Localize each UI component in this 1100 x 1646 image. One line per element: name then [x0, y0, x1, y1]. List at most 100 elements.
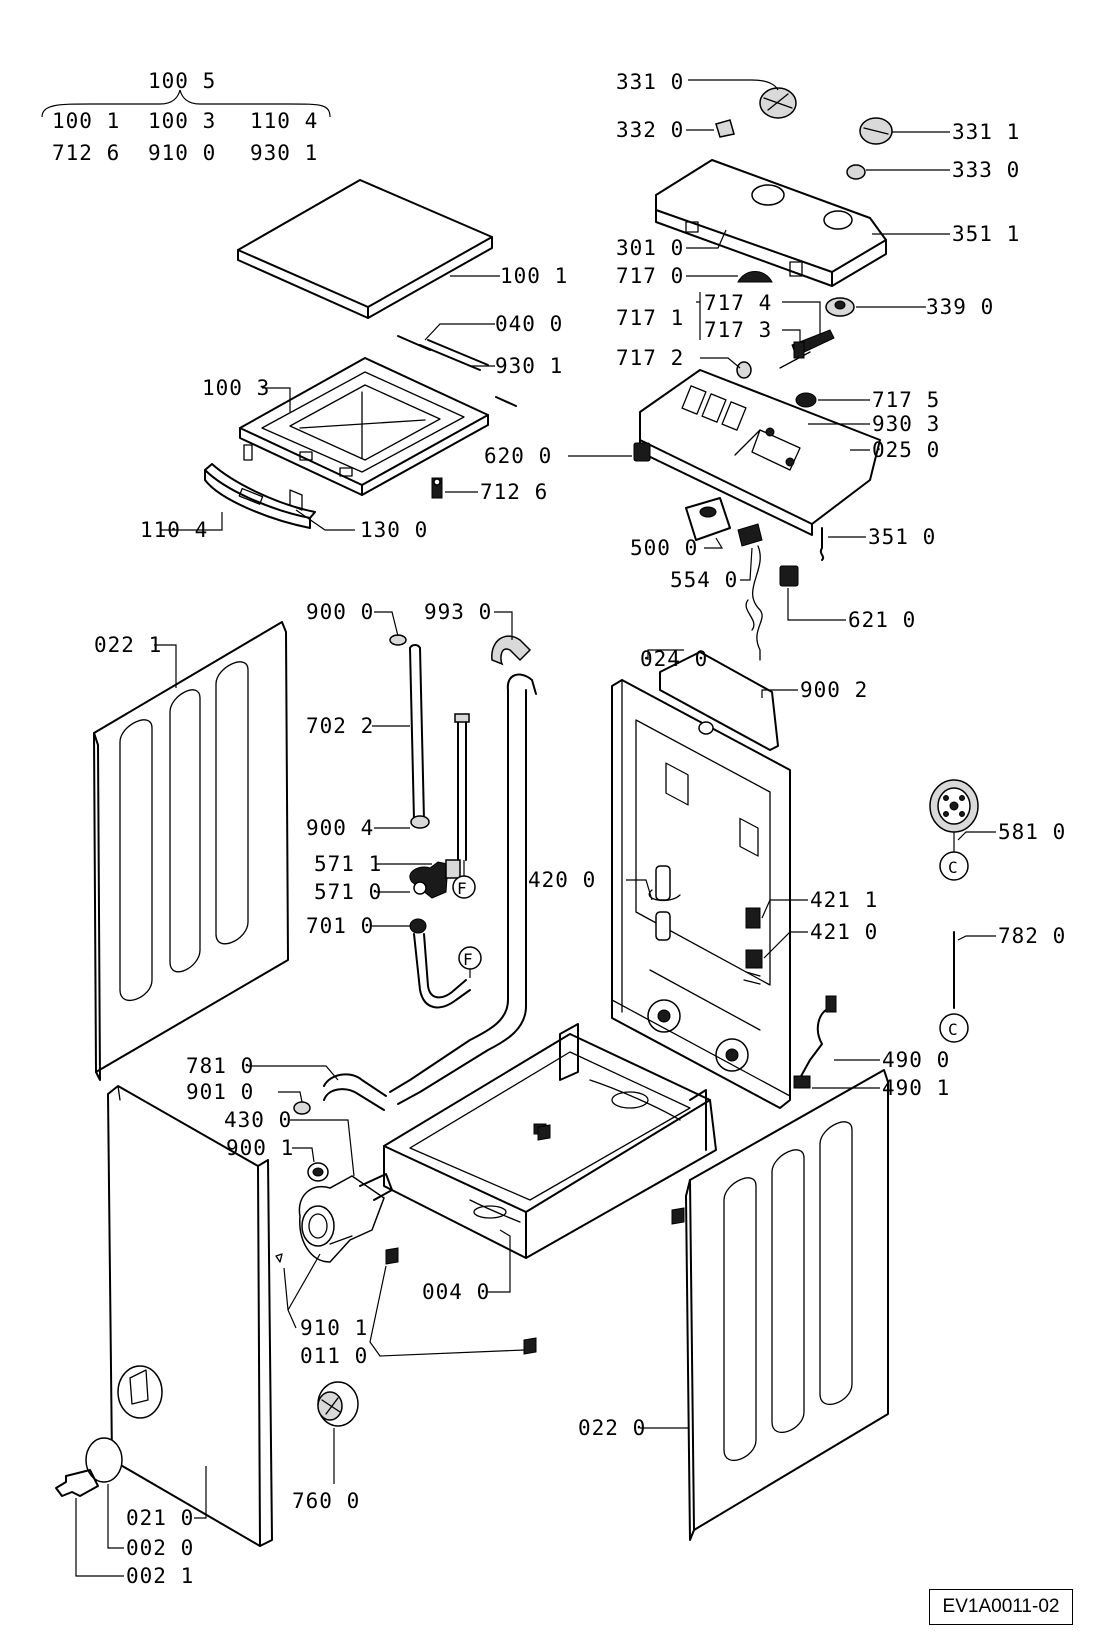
label-930-1-kit: 930 1: [250, 141, 318, 165]
label-717-1: 717 1: [616, 306, 684, 330]
label-910-0: 910 0: [148, 141, 216, 165]
filter-760-0: [317, 1381, 359, 1427]
top-frame-part: [239, 357, 489, 496]
label-712-6: 712 6: [480, 480, 548, 504]
label-712-6-kit: 712 6: [52, 141, 120, 165]
label-717-2: 717 2: [616, 346, 684, 370]
label-930-3: 930 3: [872, 412, 940, 436]
label-100-1-kit: 100 1: [52, 109, 120, 133]
top-lid-part: [237, 179, 493, 319]
button-332-0: [715, 119, 735, 138]
hose-993-0: [389, 635, 537, 1105]
label-900-0: 900 0: [306, 600, 374, 624]
label-331-0: 331 0: [616, 70, 684, 94]
knob-331-1: [859, 117, 893, 145]
label-421-0: 421 0: [810, 920, 878, 944]
label-717-0: 717 0: [616, 264, 684, 288]
label-002-1: 002 1: [126, 1564, 194, 1588]
label-332-0: 332 0: [616, 118, 684, 142]
label-301-0: 301 0: [616, 236, 684, 260]
label-781-0: 781 0: [186, 1054, 254, 1078]
side-panel-left-rear: [93, 621, 289, 1081]
label-571-1: 571 1: [314, 852, 382, 876]
switch-421: [743, 907, 763, 985]
label-421-1: 421 1: [810, 888, 878, 912]
label-002-0: 002 0: [126, 1536, 194, 1560]
control-panel-part: [655, 159, 887, 287]
knob-331-0: [759, 87, 797, 119]
pump-430-0: [298, 1173, 393, 1263]
side-panel-right-front: [685, 1069, 889, 1541]
pulley-581-0: [929, 779, 979, 881]
label-025-0: 025 0: [872, 438, 940, 462]
label-782-0: 782 0: [998, 924, 1066, 948]
label-110-4-kit: 110 4: [250, 109, 318, 133]
cap-333-0: [846, 164, 866, 180]
label-554-0: 554 0: [670, 568, 738, 592]
connector-f-upper: [452, 860, 476, 899]
label-333-0: 333 0: [952, 158, 1020, 182]
label-717-5: 717 5: [872, 388, 940, 412]
hose-702-2: [389, 634, 425, 821]
base-frame-part: [383, 1023, 717, 1259]
power-cord-490: [793, 995, 837, 1089]
label-900-4: 900 4: [306, 816, 374, 840]
kit-legend: [41, 89, 331, 118]
rear-panel-part: [611, 651, 791, 1109]
label-022-1: 022 1: [94, 633, 162, 657]
capacitor-420-0: [648, 865, 681, 941]
label-717-4: 717 4: [704, 291, 772, 315]
label-022-0: 022 0: [578, 1416, 646, 1440]
label-930-1: 930 1: [495, 354, 563, 378]
label-621-0: 621 0: [848, 608, 916, 632]
valve-571: [409, 859, 461, 899]
label-339-0: 339 0: [926, 295, 994, 319]
label-011-0: 011 0: [300, 1344, 368, 1368]
drawing-reference-code: EV1A0011-02: [929, 1589, 1073, 1625]
electronic-board-part: [639, 369, 881, 536]
label-130-0: 130 0: [360, 518, 428, 542]
clamp-900-4: [410, 815, 430, 829]
connector-f-label-lower: F: [463, 950, 474, 969]
label-110-4: 110 4: [140, 518, 208, 542]
label-620-0: 620 0: [484, 444, 552, 468]
label-351-0: 351 0: [868, 525, 936, 549]
label-760-0: 760 0: [292, 1489, 360, 1513]
label-004-0: 004 0: [422, 1280, 490, 1304]
label-024-0: 024 0: [640, 647, 708, 671]
connector-c-label-upper: C: [948, 858, 959, 877]
label-490-1: 490 1: [882, 1076, 950, 1100]
part-717-5: [795, 392, 817, 408]
label-351-1: 351 1: [952, 222, 1020, 246]
connector-f-lower: [458, 946, 482, 978]
label-900-1: 900 1: [226, 1136, 294, 1160]
rod-782-0: [939, 931, 969, 1043]
label-500-0: 500 0: [630, 536, 698, 560]
sensor-554-0: [737, 523, 763, 661]
connector-620-0: [633, 442, 651, 462]
label-021-0: 021 0: [126, 1506, 194, 1530]
label-490-0: 490 0: [882, 1048, 950, 1072]
label-430-0: 430 0: [224, 1108, 292, 1132]
label-420-0: 420 0: [528, 868, 596, 892]
service-cover-002: [55, 1437, 123, 1497]
switch-717-3-4: [779, 329, 835, 369]
label-100-3: 100 3: [202, 376, 270, 400]
label-901-0: 901 0: [186, 1080, 254, 1104]
clamp-900-1: [307, 1162, 329, 1182]
module-500-0: [685, 497, 731, 541]
lamp-717-0: [737, 271, 773, 283]
drain-hose-781-0: [293, 1073, 387, 1115]
label-100-1: 100 1: [500, 264, 568, 288]
label-701-0: 701 0: [306, 914, 374, 938]
label-581-0: 581 0: [998, 820, 1066, 844]
label-900-2: 900 2: [800, 678, 868, 702]
lamp-holder-717-2: [736, 361, 752, 379]
connector-f-label-upper: F: [457, 879, 468, 898]
hinge-part: [431, 477, 443, 499]
label-571-0: 571 0: [314, 880, 382, 904]
label-040-0: 040 0: [495, 312, 563, 336]
connector-621-0: [779, 565, 799, 587]
